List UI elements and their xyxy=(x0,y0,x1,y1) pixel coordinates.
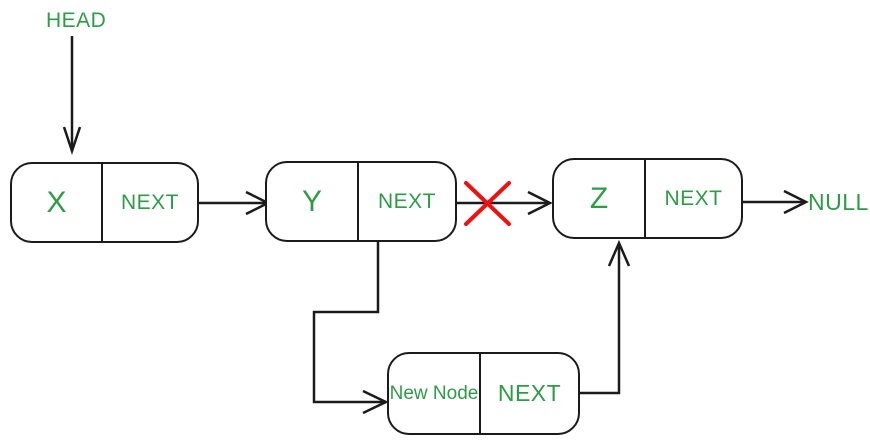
head-arrowhead-icon xyxy=(62,126,82,155)
node-z: Z NEXT xyxy=(552,158,743,239)
node-new-data-field: New Node xyxy=(389,354,481,433)
z-null-arrowhead-icon xyxy=(783,189,809,215)
node-z-data-field: Z xyxy=(554,160,646,237)
newnode-z-arrow-shaft xyxy=(580,245,621,395)
null-label: NULL xyxy=(808,189,869,215)
head-to-x-arrow xyxy=(62,36,82,155)
node-new-next-field: NEXT xyxy=(497,380,562,406)
y-z-arrowhead-icon xyxy=(527,190,553,216)
node-x-next-field: NEXT xyxy=(120,190,179,214)
node-z-next-field: NEXT xyxy=(664,186,723,210)
x-to-y-arrow xyxy=(199,190,271,216)
y-newnode-arrowhead-icon xyxy=(362,389,389,415)
head-label: HEAD xyxy=(46,9,107,32)
node-new: New Node NEXT xyxy=(387,352,580,435)
y-newnode-arrow-shaft xyxy=(312,242,384,404)
node-x-data-field: X xyxy=(12,164,103,241)
node-y: Y NEXT xyxy=(265,161,457,242)
node-y-data-field: Y xyxy=(267,163,359,240)
y-to-newnode-arrow xyxy=(312,242,389,415)
node-y-next-field: NEXT xyxy=(377,189,436,213)
broken-link-cross-icon xyxy=(464,181,511,226)
z-to-null-arrow xyxy=(743,189,809,215)
node-x: X NEXT xyxy=(10,162,199,243)
newnode-to-z-arrow xyxy=(580,239,631,395)
y-to-z-arrow xyxy=(456,181,553,226)
newnode-z-arrowhead-icon xyxy=(607,239,631,267)
